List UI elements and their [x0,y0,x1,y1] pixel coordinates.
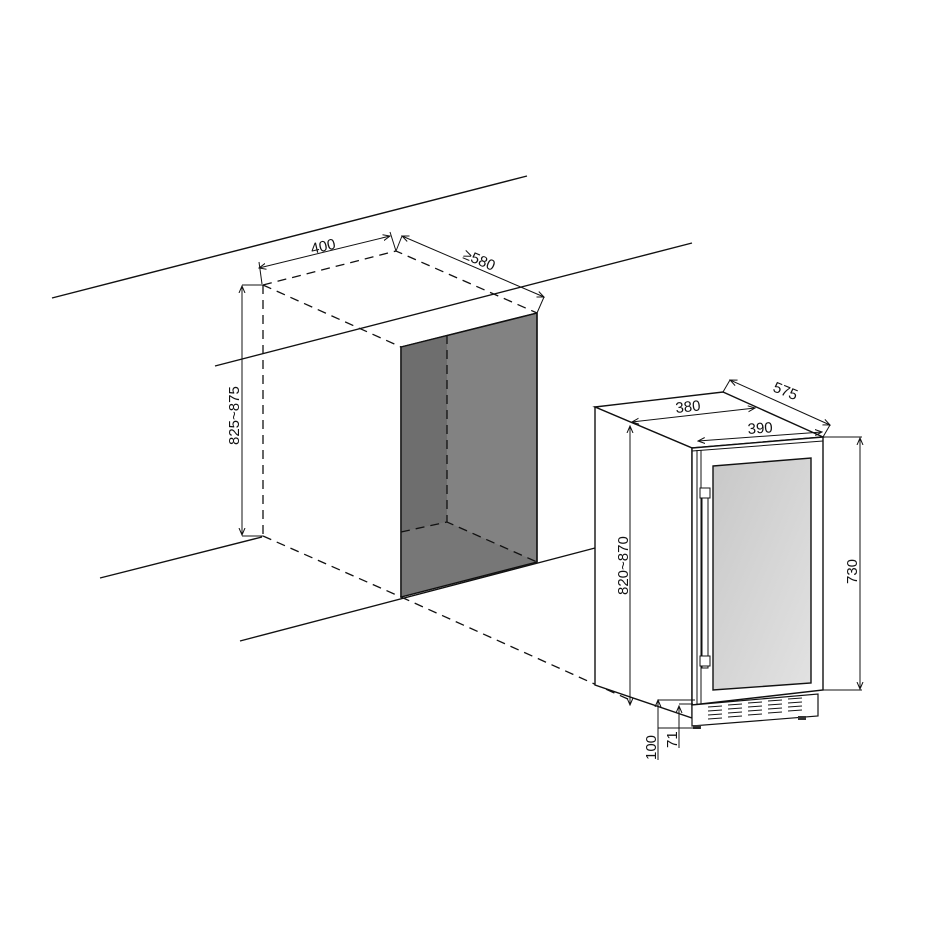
total-height-label: 820~870 [615,536,632,595]
body-width-label: 380 [675,397,702,417]
cooler-side [594,405,693,719]
door-handle [699,487,711,669]
base-height-label: 100 [643,735,660,760]
door-glass [712,457,812,691]
niche-width-label: 400 [309,236,337,258]
door-height-label: 730 [844,559,861,584]
foot [798,716,806,720]
kick-height-label: 71 [664,731,681,748]
niche-depth-label: ≥580 [460,246,497,275]
niche-height-label: 825~875 [226,386,243,445]
appliance-dimensions: 575 380 390 820~870 730 100 71 [615,379,862,760]
foot [693,725,701,729]
door-width-label: 390 [747,419,773,438]
niche-cavity [262,250,631,701]
base-grille [691,693,819,729]
